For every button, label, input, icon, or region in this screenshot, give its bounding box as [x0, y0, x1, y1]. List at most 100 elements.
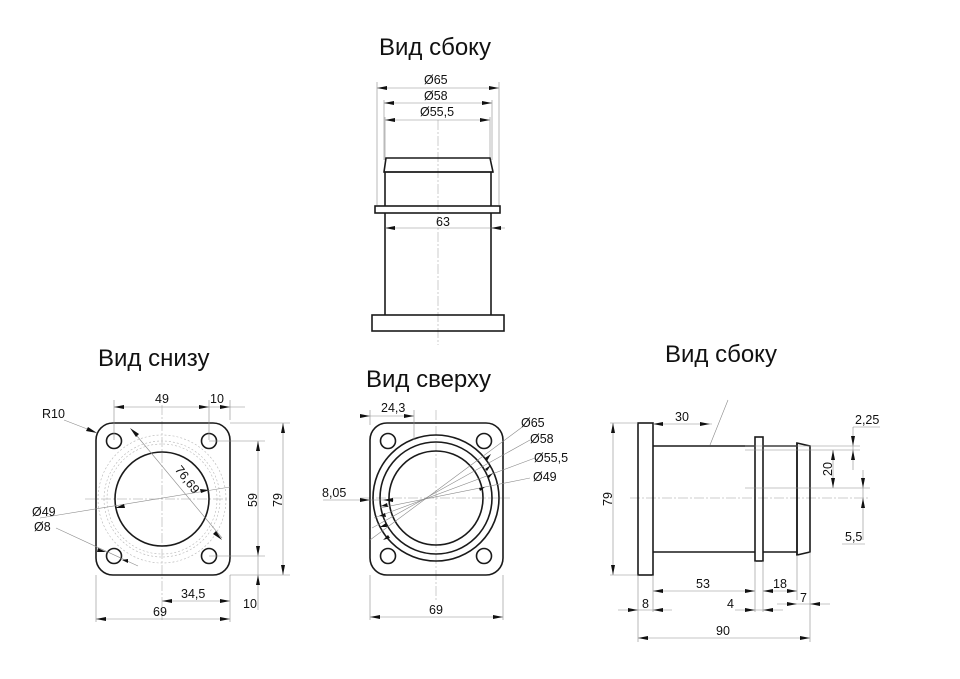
dim-label-d58: Ø58: [530, 432, 554, 446]
arrow: [485, 465, 491, 471]
dim-label-d55-5: Ø55,5: [534, 451, 568, 465]
leader-line: [709, 399, 729, 446]
arrow: [763, 608, 773, 612]
dim-label-d49: Ø49: [32, 505, 56, 519]
top-lip: [383, 157, 494, 173]
arrow: [404, 414, 414, 418]
dim-label-r10: R10: [42, 407, 65, 421]
title-side-view-top: Вид сбоку: [379, 34, 491, 61]
arrow: [489, 86, 499, 90]
dim-label-10-top: 10: [210, 392, 224, 406]
arrow: [130, 428, 139, 437]
arrow: [638, 636, 648, 640]
arrow: [491, 226, 501, 230]
arrow: [745, 589, 755, 593]
dim-label-20: 20: [821, 462, 835, 476]
arrow: [370, 615, 380, 619]
arrow: [653, 608, 663, 612]
arrow: [611, 565, 615, 575]
dim-label-d55-5: Ø55,5: [420, 105, 454, 119]
arrow: [611, 423, 615, 433]
dim-label-59: 59: [246, 493, 260, 507]
dim-label-d58: Ø58: [424, 89, 448, 103]
arrow: [861, 498, 865, 508]
dim-label-30: 30: [675, 410, 689, 424]
arrow: [479, 487, 485, 491]
dim-label-d65: Ø65: [424, 73, 448, 87]
dim-label-90: 90: [716, 624, 730, 638]
base-flange: [371, 314, 505, 332]
side-view-right: 30 2,25 20 5,5 79 5: [601, 399, 880, 642]
arrow: [381, 503, 388, 507]
arrow: [377, 86, 387, 90]
dim-label-53: 53: [696, 577, 710, 591]
arrow: [653, 589, 663, 593]
arrow: [86, 427, 97, 433]
dim-label-8-05: 8,05: [322, 486, 346, 500]
arrow: [800, 636, 810, 640]
arrow: [383, 535, 390, 540]
arrow: [122, 559, 128, 563]
dim-label-69: 69: [429, 603, 443, 617]
arrow: [213, 531, 222, 540]
arrow: [831, 478, 835, 488]
arrow: [360, 414, 370, 418]
dim-label-24-3: 24,3: [381, 401, 405, 415]
arrow: [383, 498, 393, 502]
dim-label-79: 79: [601, 492, 615, 506]
dim-label-8: 8: [642, 597, 649, 611]
bore-d49: [388, 450, 484, 546]
leader-d65: [369, 424, 526, 541]
arrow: [256, 441, 260, 451]
hidden-circle: [103, 440, 221, 558]
dim-label-34-5: 34,5: [181, 587, 205, 601]
inner-bore: [114, 451, 210, 547]
arrow: [385, 226, 395, 230]
dim-label-10-bottom: 10: [243, 597, 257, 611]
arrow: [380, 523, 387, 527]
arrow: [97, 548, 106, 552]
arrow: [385, 118, 395, 122]
dim-label-69: 69: [153, 605, 167, 619]
dim-label-79: 79: [271, 493, 285, 507]
leader-d55-5: [373, 457, 536, 519]
arrow: [162, 599, 172, 603]
arrow: [220, 617, 230, 621]
arrow: [485, 454, 491, 461]
dim-label-4: 4: [727, 597, 734, 611]
hidden-circle: [97, 434, 227, 564]
arrow: [653, 422, 663, 426]
arrow: [281, 423, 285, 433]
bottom-view: 49 10 R10 76,69 Ø49 Ø8 59 79: [32, 392, 290, 622]
middle-collar: [754, 436, 764, 562]
dim-line-diagonal: [131, 429, 223, 539]
dim-label-d8: Ø8: [34, 520, 51, 534]
arrow: [787, 589, 797, 593]
dim-label-7: 7: [800, 591, 807, 605]
tip-lip: [796, 441, 811, 557]
arrow: [745, 608, 755, 612]
dim-label-5-5: 5,5: [845, 530, 862, 544]
title-top-view: Вид сверху: [366, 366, 491, 393]
title-bottom-view: Вид снизу: [98, 345, 209, 372]
arrow: [851, 436, 855, 446]
dim-label-49: 49: [155, 392, 169, 406]
side-view-top: Ø65 Ø58 Ø55,5 63: [371, 73, 505, 345]
arrow: [220, 599, 230, 603]
dim-label-63: 63: [436, 215, 450, 229]
middle-collar: [374, 205, 501, 214]
arrow: [810, 602, 820, 606]
title-side-view-right: Вид сбоку: [665, 341, 777, 368]
arrow: [256, 575, 260, 585]
dim-label-d65: Ø65: [521, 416, 545, 430]
arrow: [384, 101, 394, 105]
arrow: [200, 489, 209, 493]
flange-outline: [95, 422, 231, 576]
bolt-hole: [105, 547, 123, 565]
arrow: [115, 504, 125, 508]
base-flange: [637, 422, 654, 576]
dim-label-d49: Ø49: [533, 470, 557, 484]
bolt-hole: [379, 432, 397, 450]
arrow: [96, 617, 106, 621]
